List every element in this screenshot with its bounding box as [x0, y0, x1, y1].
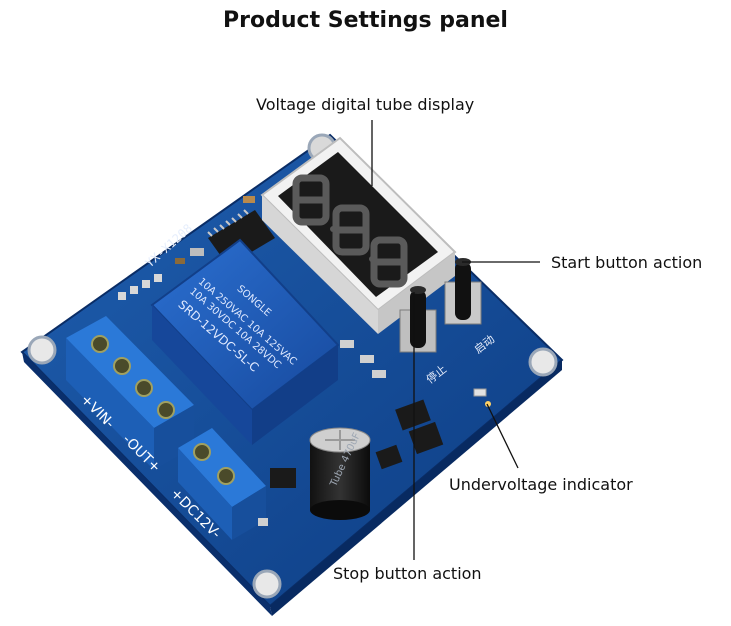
start-button[interactable] [444, 258, 482, 325]
mount-hole-left [27, 335, 57, 365]
callout-display: Voltage digital tube display [256, 95, 475, 114]
terminal-block-dc [178, 428, 266, 540]
relay: SONGLE 10A 250VAC 10A 125VAC 10A 30VDC 1… [150, 238, 340, 445]
digital-tube-display [260, 136, 457, 334]
callout-start: Start button action [551, 253, 703, 272]
undervoltage-led [473, 388, 491, 407]
terminal-block-main [66, 316, 194, 470]
leader-undervoltage [486, 403, 519, 469]
mount-hole-right [528, 347, 558, 377]
smd-semiconductors [258, 340, 444, 526]
mount-hole-bottom [252, 569, 282, 599]
callout-stop: Stop button action [333, 564, 482, 583]
callout-undervoltage: Undervoltage indicator [449, 475, 633, 494]
electrolytic-capacitor: Tube 470uF [309, 427, 371, 520]
page-title: Product Settings panel [223, 8, 508, 33]
callout-leaders [371, 120, 540, 560]
smd-components [118, 196, 255, 300]
